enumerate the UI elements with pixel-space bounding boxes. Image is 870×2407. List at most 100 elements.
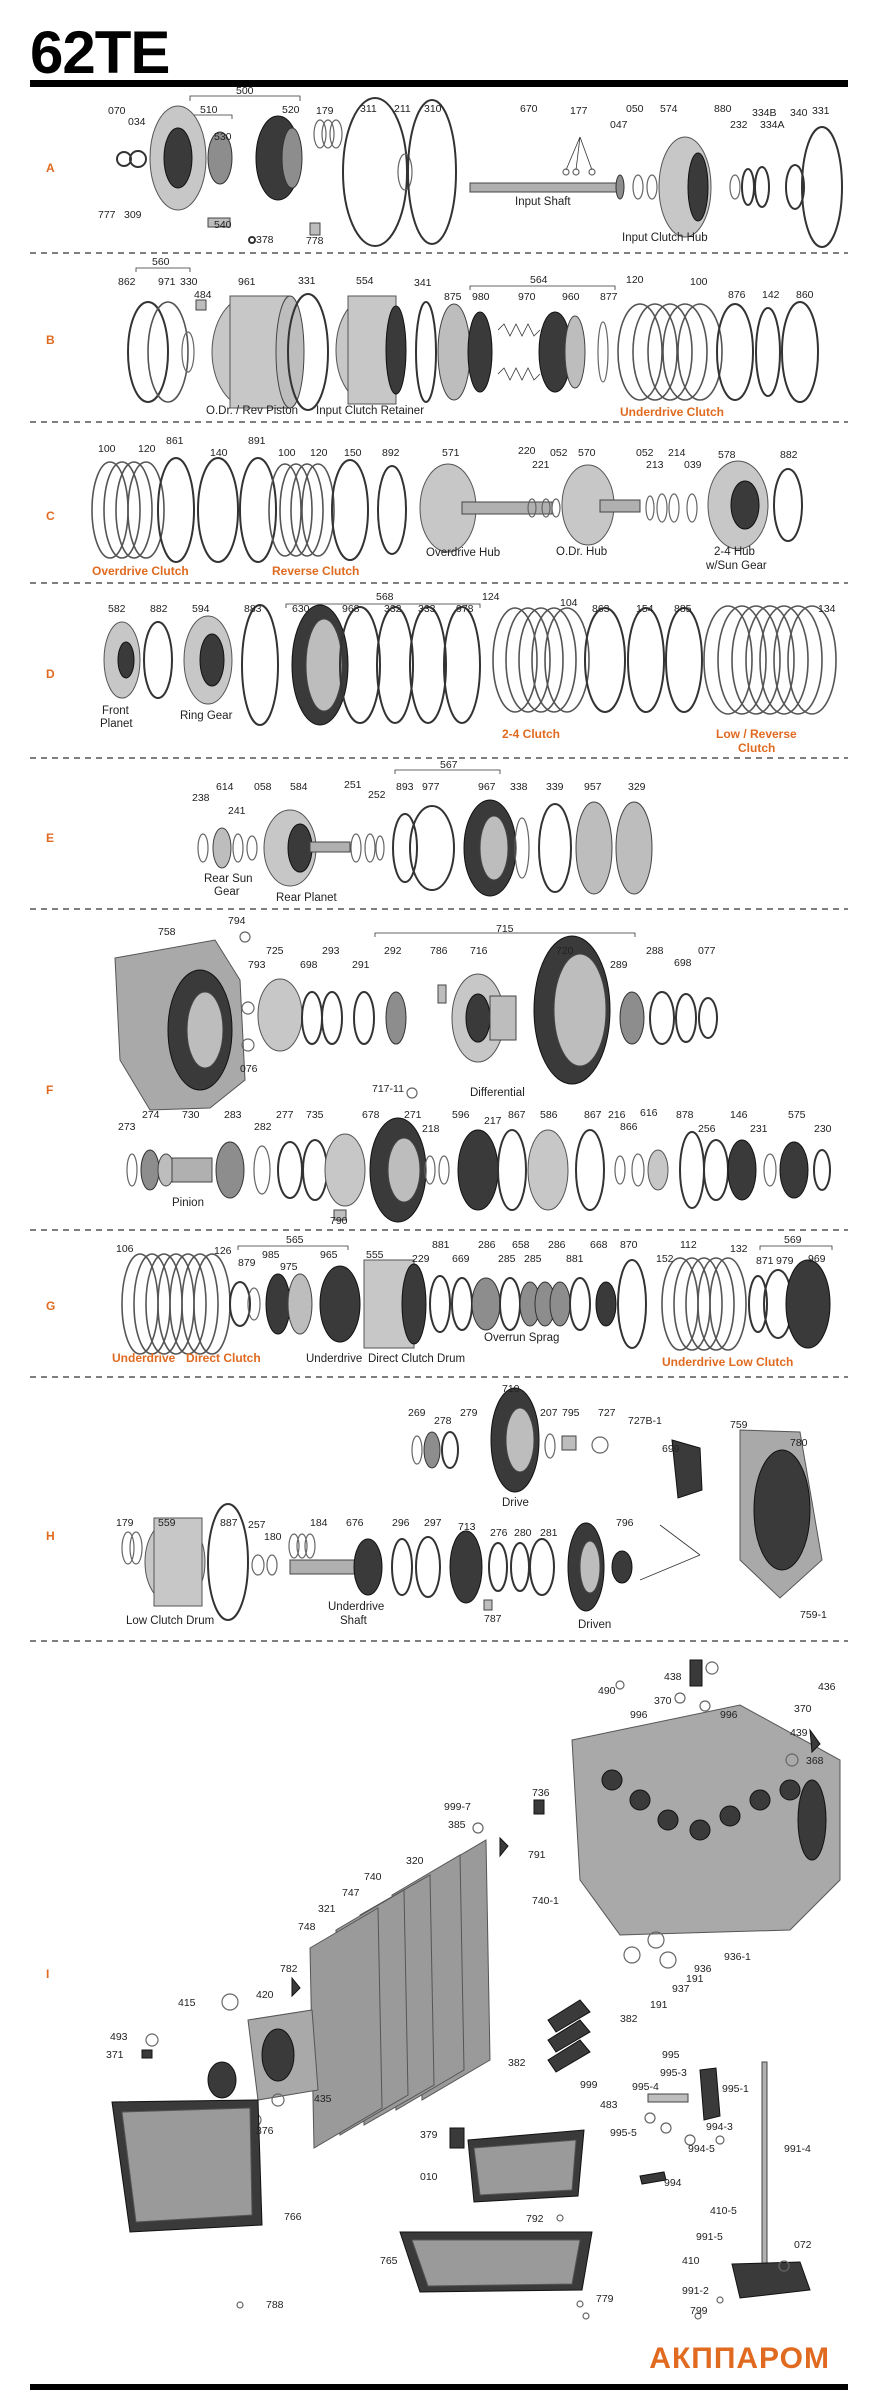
part-number: 861 [166, 435, 184, 447]
part-number: 780 [790, 1437, 808, 1449]
part-number: 668 [590, 1239, 608, 1251]
part-number: 213 [646, 459, 664, 471]
part-number: 765 [380, 2255, 398, 2267]
part-number: 214 [668, 447, 686, 459]
part-number: 540 [214, 219, 232, 231]
part-caption: Underdrive [328, 1601, 384, 1613]
part-number: 991-5 [696, 2231, 723, 2243]
part-number: 575 [788, 1109, 806, 1121]
part-caption: Rear Planet [276, 892, 338, 904]
part-number: 217 [484, 1115, 502, 1127]
part-number: 965 [320, 1249, 338, 1261]
part-number: 614 [216, 781, 234, 793]
section-f-labels: 758 794 715 725 793 698 293 291 292 786 … [118, 915, 832, 1227]
part-number: 893 [396, 781, 414, 793]
part-number: 180 [264, 1531, 282, 1543]
section-letter-h: H [46, 1529, 55, 1543]
part-number: 995-3 [660, 2067, 687, 2079]
part-number: 985 [262, 1249, 280, 1261]
part-number: 238 [192, 792, 210, 804]
section-g-parts [121, 1245, 833, 1355]
clutch-caption-orange: Reverse Clutch [272, 564, 359, 578]
part-number: 034 [128, 116, 146, 128]
part-number: 296 [392, 1517, 410, 1529]
part-number: 500 [236, 85, 254, 97]
part-number: 878 [676, 1109, 694, 1121]
part-number: 286 [478, 1239, 496, 1251]
part-number: 052 [550, 447, 568, 459]
part-number: 126 [214, 1245, 232, 1257]
part-number: 582 [108, 603, 126, 615]
part-number: 241 [228, 805, 246, 817]
part-number: 378 [256, 234, 274, 246]
section-letter-c: C [46, 509, 55, 523]
part-number: 311 [360, 103, 377, 115]
part-number: 996 [720, 1709, 738, 1721]
part-number: 282 [254, 1121, 272, 1133]
part-number: 796 [616, 1517, 634, 1529]
part-number: 251 [344, 779, 362, 791]
part-number: 438 [664, 1671, 682, 1683]
part-number: 727B-1 [628, 1415, 662, 1427]
part-number: 382 [620, 2013, 638, 2025]
part-number: 881 [566, 1253, 584, 1265]
part-number: 565 [286, 1234, 304, 1246]
part-number: 799 [690, 2305, 708, 2317]
part-number: 510 [200, 104, 218, 116]
part-number: 759-1 [800, 1609, 827, 1621]
part-caption: Drive [502, 1497, 529, 1509]
part-number: 415 [178, 1997, 196, 2009]
part-number: 134 [818, 603, 836, 615]
part-number: 736 [532, 1787, 550, 1799]
section-b-parts [127, 267, 819, 411]
part-number: 790 [330, 1215, 348, 1227]
part-number: 100 [98, 443, 116, 455]
part-number: 578 [718, 449, 736, 461]
section-letter-a: A [46, 161, 55, 175]
part-number: 766 [284, 2211, 302, 2223]
top-rule [30, 80, 848, 87]
part-number: 882 [780, 449, 798, 461]
page-title: 62TE [30, 19, 170, 86]
part-caption: Underdrive [306, 1353, 362, 1365]
part-number: 177 [570, 105, 588, 117]
part-number: 616 [640, 1107, 658, 1119]
part-number: 376 [256, 2125, 274, 2137]
part-number: 077 [698, 945, 716, 957]
part-number: 211 [394, 103, 411, 115]
part-number: 586 [540, 1109, 558, 1121]
section-a-parts [116, 95, 843, 248]
part-number: 279 [460, 1407, 478, 1419]
part-number: 100 [690, 276, 708, 288]
part-number: 146 [730, 1109, 748, 1121]
part-number: 330 [180, 276, 198, 288]
part-number: 999 [580, 2079, 598, 2091]
section-h-parts [121, 1387, 823, 1621]
part-number: 120 [626, 274, 644, 286]
part-number: 152 [656, 1253, 674, 1265]
part-number: 493 [110, 2031, 128, 2043]
part-number: 999-7 [444, 1801, 471, 1813]
part-number: 184 [310, 1517, 328, 1529]
part-number: 050 [626, 103, 644, 115]
part-number: 559 [158, 1517, 176, 1529]
part-number: 567 [440, 759, 458, 771]
part-number: 862 [118, 276, 136, 288]
part-number: 435 [314, 2093, 332, 2105]
part-number: 257 [248, 1519, 266, 1531]
part-number: 867 [508, 1109, 526, 1121]
part-number: 289 [610, 959, 628, 971]
section-letter-d: D [46, 667, 55, 681]
part-number: 698 [674, 957, 692, 969]
part-number: 782 [280, 1963, 298, 1975]
brand-logo: АКППАРОМ [649, 2342, 830, 2375]
part-number: 340 [790, 107, 808, 119]
part-number: 978 [456, 603, 474, 615]
part-number: 338 [510, 781, 528, 793]
part-number: 052 [636, 447, 654, 459]
part-number: 996 [630, 1709, 648, 1721]
part-number: 880 [714, 103, 732, 115]
part-number: 779 [596, 2293, 614, 2305]
part-number: 368 [806, 1755, 824, 1767]
part-number: 288 [646, 945, 664, 957]
